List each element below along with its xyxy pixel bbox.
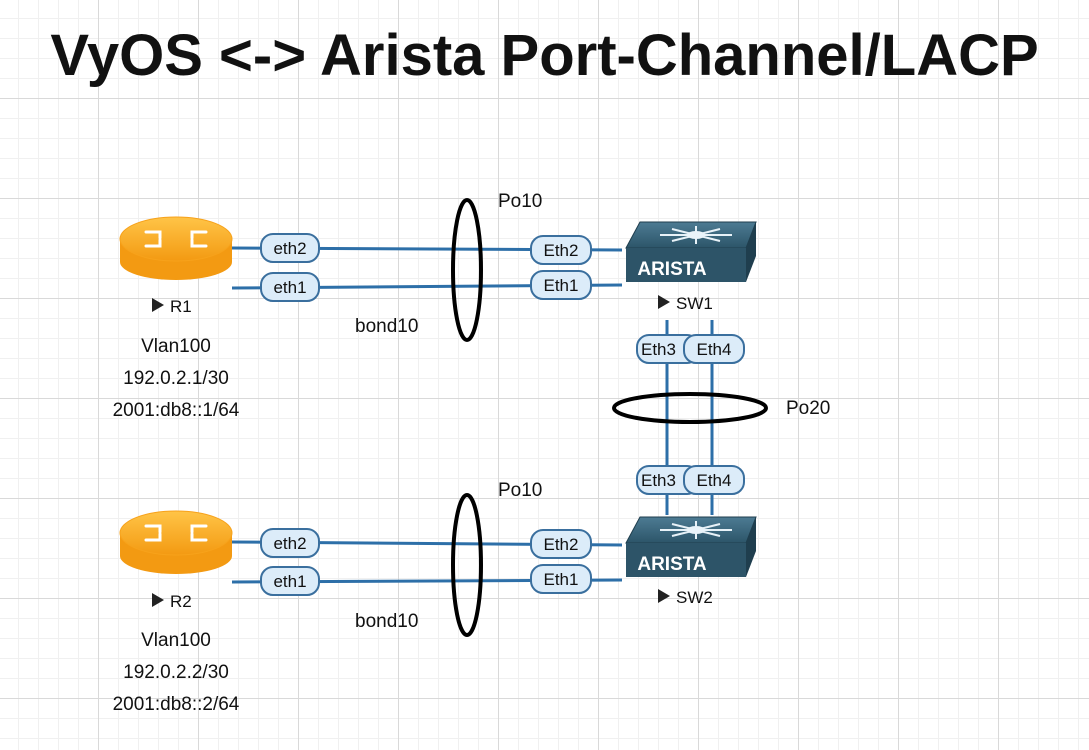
switch-sw2[interactable]: ARISTA SW2 — [625, 516, 757, 607]
port-badge-sw2-eth1[interactable]: Eth1 — [530, 564, 592, 594]
peer-link-ellipse — [612, 392, 768, 424]
diagram-title: VyOS <-> Arista Port-Channel/LACP — [50, 23, 1039, 88]
expand-arrow-icon — [152, 593, 164, 607]
port-label: Eth3 — [641, 471, 676, 490]
switch-name: SW2 — [676, 588, 713, 607]
port-badge-sw2-eth4[interactable]: Eth4 — [683, 465, 745, 495]
router-r2[interactable]: R2 Vlan100 192.0.2.2/30 2001:db8::2/64 — [113, 510, 240, 715]
router-info-line: Vlan100 — [141, 336, 211, 357]
router-name: R1 — [170, 297, 192, 316]
switch-icon: ARISTA — [625, 516, 757, 577]
router-info-line: 192.0.2.1/30 — [123, 368, 229, 389]
port-badge-sw1-eth4[interactable]: Eth4 — [683, 334, 745, 364]
switch-brand: ARISTA — [637, 554, 707, 575]
port-badge-sw2-eth2[interactable]: Eth2 — [530, 529, 592, 559]
port-badge-r2-eth1[interactable]: eth1 — [260, 566, 320, 596]
expand-arrow-icon — [658, 589, 670, 603]
port-label: Eth1 — [544, 276, 579, 295]
port-badge-sw1-eth1[interactable]: Eth1 — [530, 270, 592, 300]
router-info-line: 2001:db8::2/64 — [113, 694, 240, 715]
port-label: eth1 — [273, 278, 306, 297]
expand-arrow-icon — [152, 298, 164, 312]
router-icon — [119, 216, 233, 280]
port-channel-ellipse-top — [451, 198, 483, 342]
port-label: Eth4 — [697, 340, 732, 359]
port-label: eth1 — [273, 572, 306, 591]
router-r1[interactable]: R1 Vlan100 192.0.2.1/30 2001:db8::1/64 — [113, 216, 240, 421]
port-label: eth2 — [273, 239, 306, 258]
switch-name: SW1 — [676, 294, 713, 313]
port-channel-label: Po10 — [498, 480, 542, 501]
router-info-line: 192.0.2.2/30 — [123, 662, 229, 683]
port-badge-r1-eth2[interactable]: eth2 — [260, 233, 320, 263]
peer-link-label: Po20 — [786, 398, 830, 419]
router-name: R2 — [170, 592, 192, 611]
router-info-line: 2001:db8::1/64 — [113, 400, 240, 421]
port-label: Eth2 — [544, 535, 579, 554]
bond-label: bond10 — [355, 316, 418, 337]
port-badge-r2-eth2[interactable]: eth2 — [260, 528, 320, 558]
switch-icon: ARISTA — [625, 221, 757, 282]
bond-label: bond10 — [355, 611, 418, 632]
switch-sw1[interactable]: ARISTA SW1 — [625, 221, 757, 313]
port-label: eth2 — [273, 534, 306, 553]
port-label: Eth3 — [641, 340, 676, 359]
port-label: Eth2 — [544, 241, 579, 260]
port-label: Eth1 — [544, 570, 579, 589]
expand-arrow-icon — [658, 295, 670, 309]
router-info-line: Vlan100 — [141, 630, 211, 651]
port-badge-sw1-eth3[interactable]: Eth3 — [636, 334, 699, 364]
port-badge-sw1-eth2[interactable]: Eth2 — [530, 235, 592, 265]
port-channel-ellipse-bottom — [451, 493, 483, 637]
port-badge-r1-eth1[interactable]: eth1 — [260, 272, 320, 302]
router-icon — [119, 510, 233, 574]
switch-brand: ARISTA — [637, 259, 707, 280]
port-badge-sw2-eth3[interactable]: Eth3 — [636, 465, 699, 495]
port-channel-label: Po10 — [498, 191, 542, 212]
port-label: Eth4 — [697, 471, 732, 490]
